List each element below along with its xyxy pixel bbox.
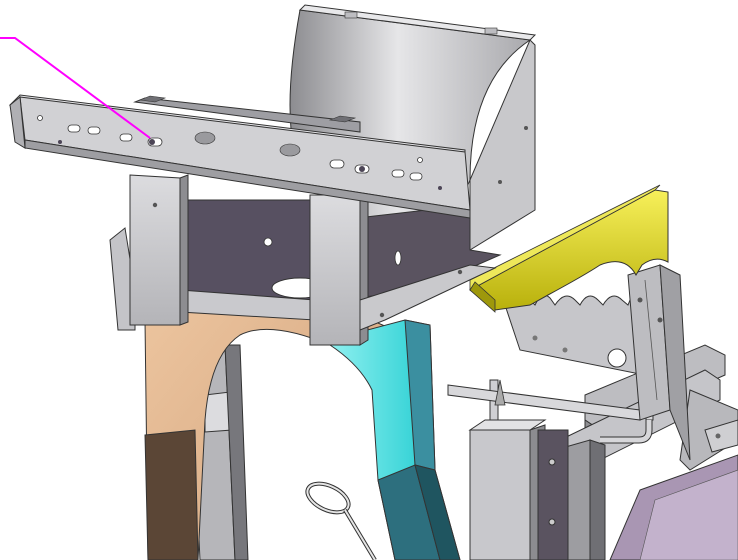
beam-dark-holes bbox=[58, 139, 442, 190]
top-cross-beam bbox=[8, 94, 471, 219]
cradle-inner-plate bbox=[179, 199, 502, 321]
purple-base-panel bbox=[609, 454, 738, 560]
yellow-guard-bar bbox=[469, 184, 669, 313]
callout-leader bbox=[0, 37, 151, 139]
vertical-column bbox=[447, 379, 641, 560]
cradle-front-posts bbox=[129, 174, 497, 346]
wire-loop bbox=[305, 481, 377, 560]
cyan-leg bbox=[329, 319, 461, 560]
